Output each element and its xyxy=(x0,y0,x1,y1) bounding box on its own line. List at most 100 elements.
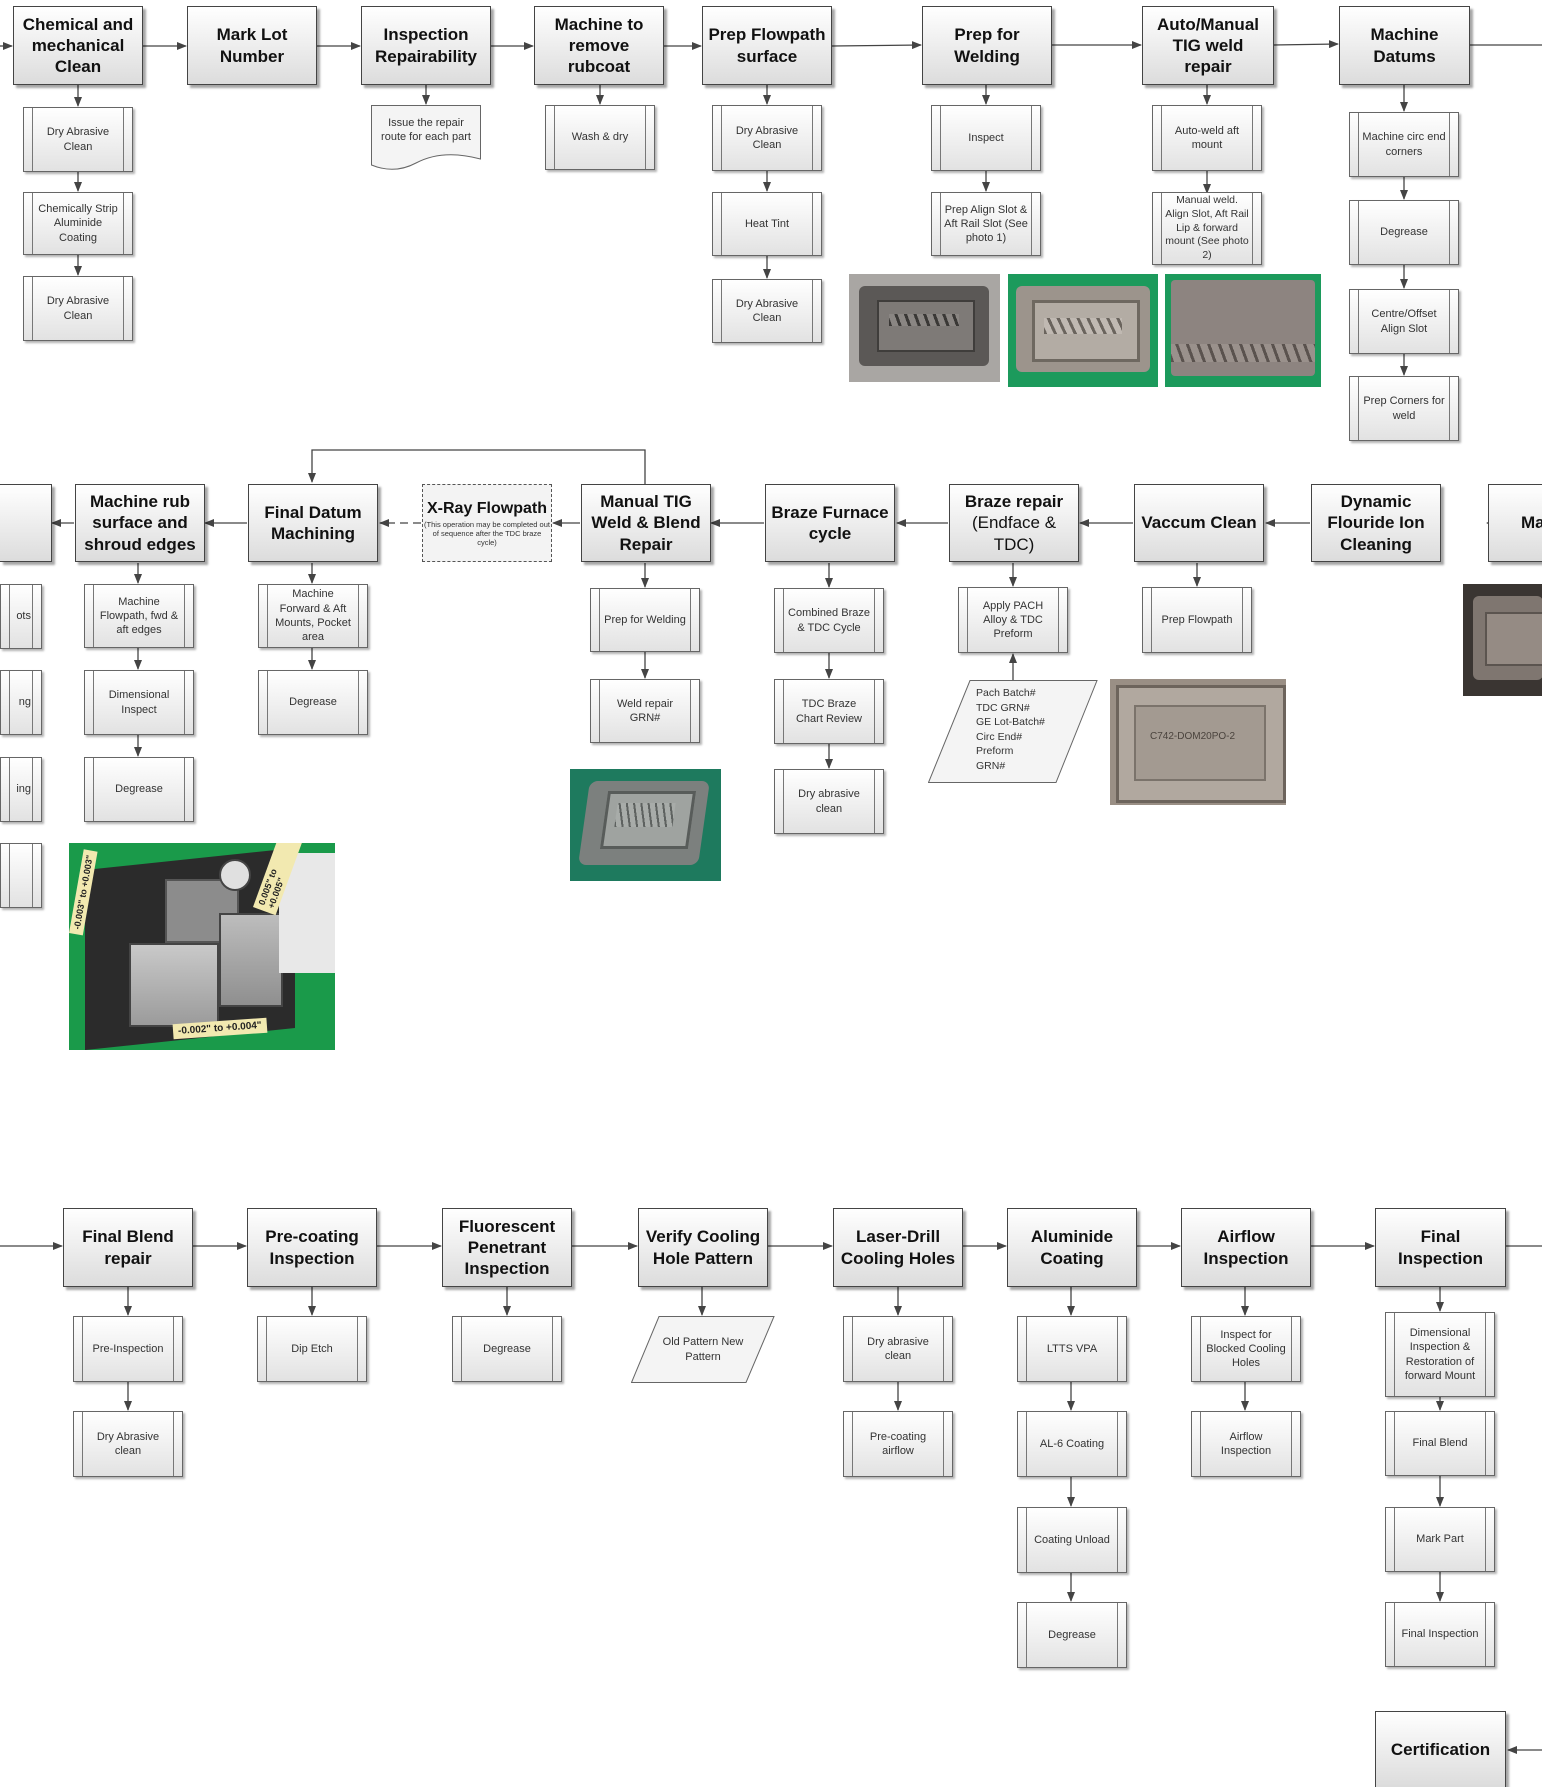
process-airflow-inspection: Airflow Inspection xyxy=(1181,1208,1311,1287)
step-dry-abrasive-clean: Dry Abrasive Clean xyxy=(712,105,822,171)
process-verify-cooling-hole-pattern: Verify Cooling Hole Pattern xyxy=(638,1208,768,1287)
part-photo xyxy=(1463,584,1542,696)
step-pre-coating-airflow: Pre-coating airflow xyxy=(843,1411,953,1477)
step-dry-abrasive-clean: Dry Abrasive Clean xyxy=(712,279,822,343)
step-degrease: Degrease xyxy=(84,757,194,822)
step-final-blend: Final Blend xyxy=(1385,1411,1495,1476)
step-ltts-vpa: LTTS VPA xyxy=(1017,1316,1127,1382)
part-marking: C742-DOM20PO-2 xyxy=(1150,731,1236,742)
step-dry-abrasive-clean: Dry Abrasive Clean xyxy=(23,107,133,172)
step-machine-flowpath-edges: Machine Flowpath, fwd & aft edges xyxy=(84,584,194,648)
process-machine-remove-rubcoat: Machine to remove rubcoat xyxy=(534,6,664,85)
step-coating-unload: Coating Unload xyxy=(1017,1507,1127,1573)
fixture-photo: -0.002" to +0.004" -0.003" to +0.003" 0.… xyxy=(69,843,335,1050)
xray-note: (This operation may be completed out of … xyxy=(424,519,550,547)
step-heat-tint: Heat Tint xyxy=(712,192,822,256)
data-parallelogram xyxy=(631,1316,775,1383)
step-machine-forward-aft-mounts: Machine Forward & Aft Mounts, Pocket are… xyxy=(258,584,368,648)
step-al6-coating: AL-6 Coating xyxy=(1017,1411,1127,1477)
record-line: Preform xyxy=(976,745,1014,758)
braze-repair-subtitle: (Endface & TDC) xyxy=(971,513,1057,554)
part-photo xyxy=(849,274,1000,382)
step-degrease: Degrease xyxy=(1017,1602,1127,1668)
part-photo xyxy=(1165,274,1321,387)
process-xray-flowpath: X-Ray Flowpath (This operation may be co… xyxy=(422,484,552,562)
step-mark-part: Mark Part xyxy=(1385,1507,1495,1572)
process-final-inspection: Final Inspection xyxy=(1375,1208,1506,1287)
connector xyxy=(831,41,922,50)
step-centre-offset-align-slot: Centre/Offset Align Slot xyxy=(1349,289,1459,354)
process-laser-drill-cooling-holes: Laser-Drill Cooling Holes xyxy=(833,1208,963,1287)
data-parallelogram xyxy=(928,680,1098,783)
part-photo xyxy=(1008,274,1158,387)
process-final-datum-machining: Final Datum Machining xyxy=(248,484,378,562)
step-partial: ing xyxy=(0,757,42,822)
process-auto-manual-tig-weld-repair: Auto/Manual TIG weld repair xyxy=(1142,6,1274,85)
step-chemically-strip-aluminide: Chemically Strip Aluminide Coating xyxy=(23,192,133,255)
record-line: Pach Batch# xyxy=(976,687,1036,699)
step-degrease: Degrease xyxy=(452,1316,562,1382)
process-manual-tig-weld-blend: Manual TIG Weld & Blend Repair xyxy=(581,484,711,562)
step-dry-abrasive-clean: Dry abrasive clean xyxy=(774,769,884,834)
process-braze-furnace-cycle: Braze Furnace cycle xyxy=(765,484,895,562)
process-final-blend-repair: Final Blend repair xyxy=(63,1208,193,1287)
process-machine-datums: Machine Datums xyxy=(1339,6,1470,85)
step-degrease: Degrease xyxy=(258,670,368,735)
connector xyxy=(308,449,646,484)
step-manual-weld: Manual weld. Align Slot, Aft Rail Lip & … xyxy=(1152,192,1262,265)
process-fluorescent-penetrant-inspection: Fluorescent Penetrant Inspection xyxy=(442,1208,572,1287)
step-prep-align-slot: Prep Align Slot & Aft Rail Slot (See pho… xyxy=(931,192,1041,256)
step-combined-braze-tdc: Combined Braze & TDC Cycle xyxy=(774,588,884,653)
step-partial: ots xyxy=(0,584,42,649)
step-inspect: Inspect xyxy=(931,105,1041,171)
process-pre-coating-inspection: Pre-coating Inspection xyxy=(247,1208,377,1287)
step-pre-inspection: Pre-Inspection xyxy=(73,1316,183,1382)
process-certification: Certification xyxy=(1375,1711,1506,1787)
step-old-new-pattern: Old Pattern New Pattern xyxy=(662,1336,744,1363)
step-prep-corners-for-weld: Prep Corners for weld xyxy=(1349,376,1459,441)
record-line: GRN# xyxy=(976,759,1006,772)
record-line: TDC GRN# xyxy=(976,701,1030,714)
step-weld-repair-grn: Weld repair GRN# xyxy=(590,679,700,743)
step-prep-for-welding: Prep for Welding xyxy=(590,588,700,652)
step-dry-abrasive-clean: Dry Abrasive Clean xyxy=(23,276,133,341)
step-dimensional-inspect: Dimensional Inspect xyxy=(84,670,194,735)
process-prep-flowpath-surface: Prep Flowpath surface xyxy=(702,6,832,85)
process-machine-rub-surface: Machine rub surface and shroud edges xyxy=(75,484,205,562)
part-photo: C742-DOM20PO-2 xyxy=(1110,679,1286,805)
step-auto-weld-aft-mount: Auto-weld aft mount xyxy=(1152,105,1262,171)
process-chemical-mechanical-clean: Chemical and mechanical Clean xyxy=(13,6,143,85)
step-partial: ng xyxy=(0,670,42,735)
process-dynamic-flouride-ion-cleaning: Dynamic Flouride Ion Cleaning xyxy=(1311,484,1441,562)
step-final-inspection: Final Inspection xyxy=(1385,1602,1495,1667)
process-mark-lot-number: Mark Lot Number xyxy=(187,6,317,85)
step-wash-dry: Wash & dry xyxy=(545,105,655,170)
step-dip-etch: Dip Etch xyxy=(257,1316,367,1382)
step-partial xyxy=(0,843,42,908)
step-inspect-blocked-cooling-holes: Inspect for Blocked Cooling Holes xyxy=(1191,1316,1301,1382)
step-airflow-inspection: Airflow Inspection xyxy=(1191,1411,1301,1477)
braze-record-list: Pach Batch# TDC GRN# GE Lot-Batch# Circ … xyxy=(976,686,1086,774)
step-apply-pach-alloy: Apply PACH Alloy & TDC Preform xyxy=(958,587,1068,653)
connector xyxy=(1272,40,1339,49)
part-photo xyxy=(570,769,721,881)
step-issue-repair-route: Issue the repair route for each part xyxy=(381,116,471,143)
record-line: GE Lot-Batch# xyxy=(976,716,1045,729)
process-braze-repair: Braze repair (Endface & TDC) xyxy=(949,484,1079,562)
step-dry-abrasive-clean: Dry Abrasive clean xyxy=(73,1411,183,1477)
step-tdc-braze-chart-review: TDC Braze Chart Review xyxy=(774,679,884,744)
process-vaccum-clean: Vaccum Clean xyxy=(1134,484,1264,562)
process-inspection-repairability: Inspection Repairability xyxy=(361,6,491,85)
record-line: Circ End# xyxy=(976,730,1023,743)
document-shape xyxy=(371,105,481,170)
step-prep-flowpath: Prep Flowpath xyxy=(1142,587,1252,653)
step-dry-abrasive-clean: Dry abrasive clean xyxy=(843,1316,953,1382)
step-machine-circ-end-corners: Machine circ end corners xyxy=(1349,112,1459,177)
step-dimensional-inspection-restoration: Dimensional Inspection & Restoration of … xyxy=(1385,1312,1495,1397)
step-degrease: Degrease xyxy=(1349,200,1459,265)
process-aluminide-coating: Aluminide Coating xyxy=(1007,1208,1137,1287)
process-prep-for-welding: Prep for Welding xyxy=(922,6,1052,85)
process-partial-left xyxy=(0,484,52,562)
